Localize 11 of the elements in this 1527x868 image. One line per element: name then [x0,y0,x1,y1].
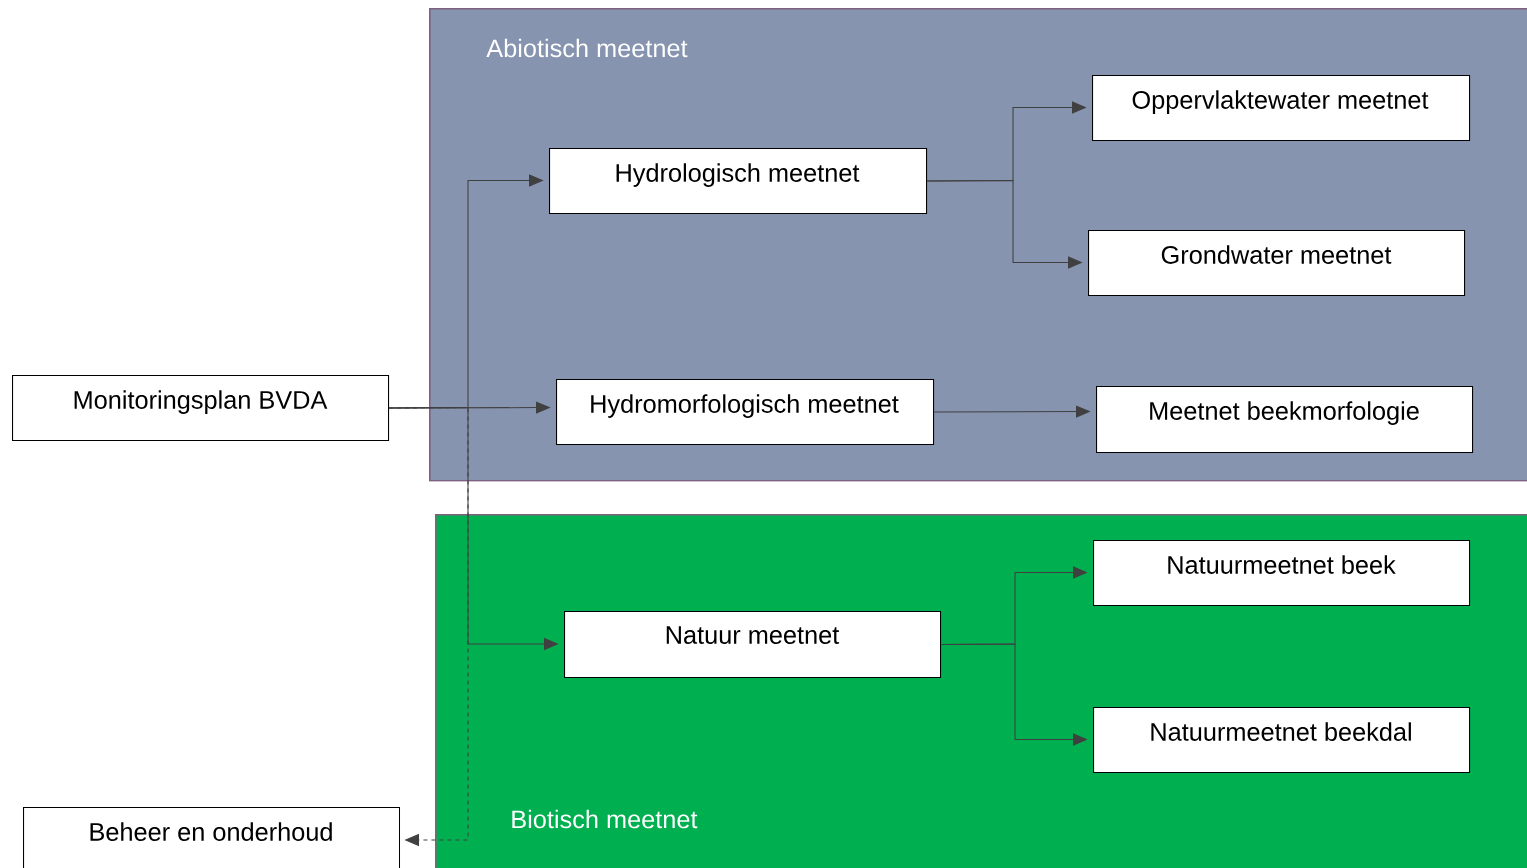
process-box: Natuur meetnet [564,611,942,679]
process-box: Grondwater meetnet [1088,230,1466,297]
process-box: Beheer en onderhoud [23,807,401,868]
process-box: Hydromorfologisch meetnet [556,379,935,446]
process-box: Meetnet beekmorfologie [1096,386,1474,454]
process-box: Monitoringsplan BVDA [12,375,390,442]
process-box: Hydrologisch meetnet [549,148,928,215]
process-box: Oppervlaktewater meetnet [1092,75,1471,142]
process-box: Natuurmeetnet beek [1093,540,1471,607]
process-box: Natuurmeetnet beekdal [1093,707,1471,774]
arrow [388,406,469,847]
